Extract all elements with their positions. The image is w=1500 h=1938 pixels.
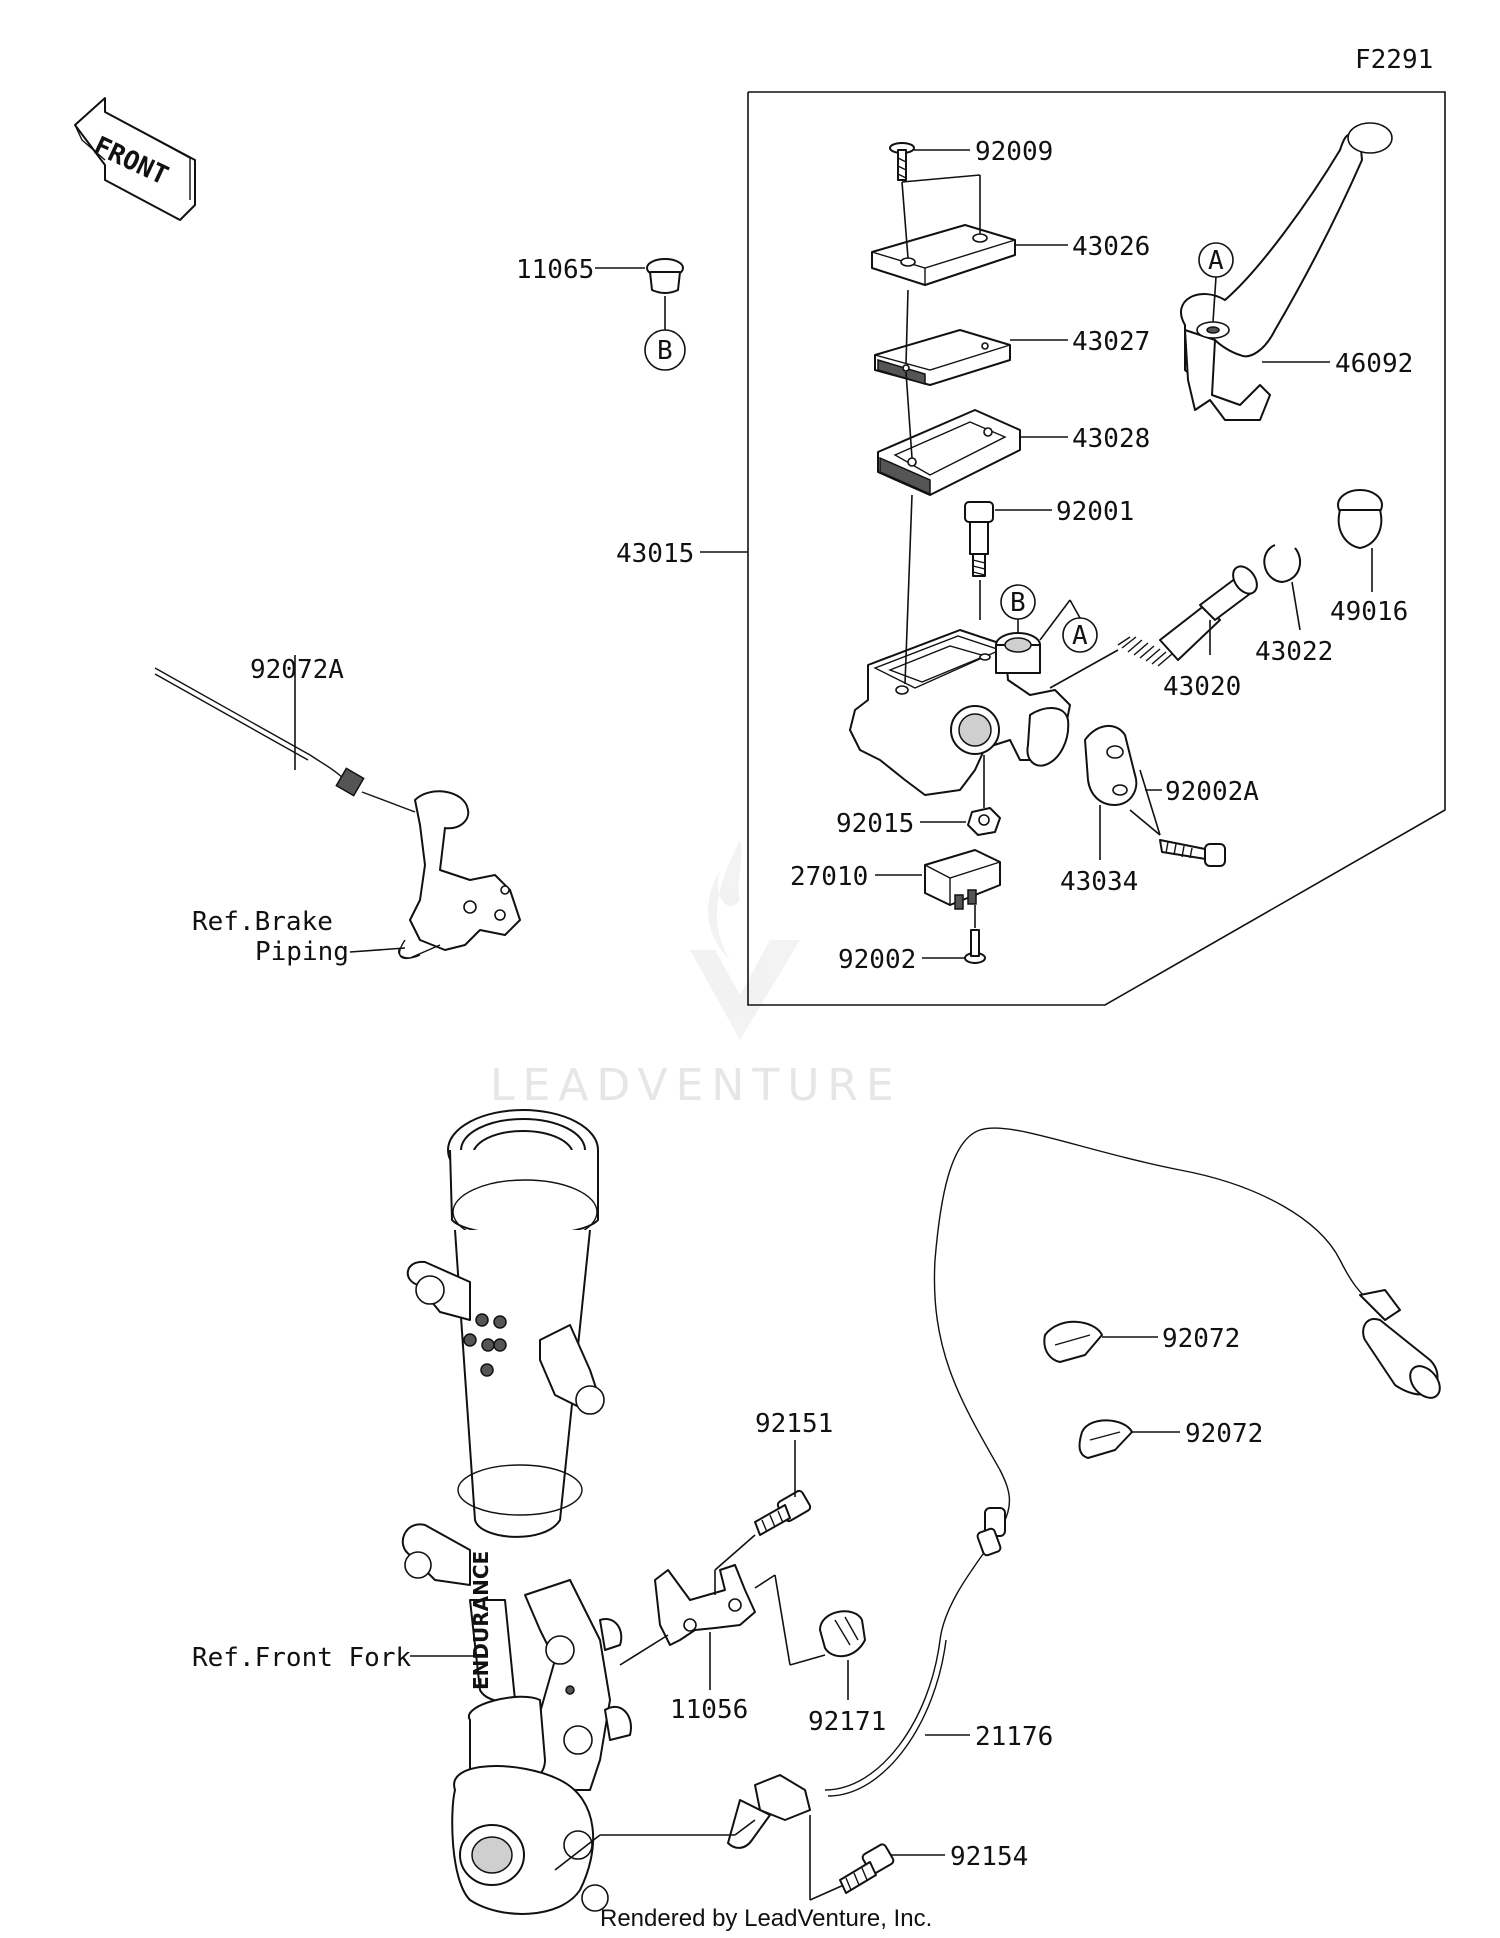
marker-a-1: A	[1208, 246, 1224, 276]
part-92072A: 92072A	[154, 655, 521, 960]
ref-brake-piping-line2: Piping	[255, 937, 349, 967]
ref-brake-piping-line1: Ref.Brake	[192, 907, 333, 937]
part-27010: 27010	[790, 849, 1001, 910]
front-arrow-icon: FRONT	[74, 97, 196, 221]
part-43034: 43034	[1060, 725, 1138, 897]
part-92151: 92151	[754, 1409, 833, 1536]
part-92154: 92154	[839, 1842, 1028, 1894]
label-92002: 92002	[838, 945, 916, 975]
label-92072-lower: 92072	[1185, 1419, 1263, 1449]
part-11065: 11065 B	[516, 255, 686, 371]
marker-a-2: A	[1072, 621, 1088, 651]
label-49016: 49016	[1330, 597, 1408, 627]
assembly-frame	[747, 91, 1446, 1006]
label-43027: 43027	[1072, 327, 1150, 357]
part-92072-upper: 92072	[1043, 1320, 1240, 1363]
figure-id: F2291	[1355, 45, 1433, 75]
label-92072-upper: 92072	[1162, 1324, 1240, 1354]
label-21176: 21176	[975, 1722, 1053, 1752]
part-92002: 92002	[838, 905, 986, 975]
label-43015: 43015	[616, 539, 694, 569]
part-43027: 43027	[874, 289, 1150, 386]
part-11056: 11056	[619, 1534, 791, 1725]
ref-front-fork: Ref.Front Fork	[192, 1643, 411, 1673]
part-92002A: 92002A	[1129, 769, 1259, 867]
label-92015: 92015	[836, 809, 914, 839]
footer-rendered-by: Rendered by LeadVenture, Inc.	[600, 1905, 932, 1932]
part-43020: 43020	[1049, 565, 1258, 702]
marker-b-1: B	[657, 336, 673, 366]
label-43034: 43034	[1060, 867, 1138, 897]
label-92171: 92171	[808, 1707, 886, 1737]
label-43022: 43022	[1255, 637, 1333, 667]
front-fork: ENDURANCE Ref.Front Fork	[192, 1109, 632, 1915]
part-21176: 21176	[554, 1127, 1441, 1901]
label-92009: 92009	[975, 137, 1053, 167]
part-92009: 92009	[889, 137, 1053, 181]
label-92151: 92151	[755, 1409, 833, 1439]
part-43028: 43028	[877, 371, 1150, 496]
watermark: LEADVENTURE	[490, 840, 902, 1111]
fork-brand-text: ENDURANCE	[469, 1551, 493, 1690]
marker-b-2: B	[1010, 588, 1026, 618]
label-43026: 43026	[1072, 232, 1150, 262]
part-46092: A 46092	[1180, 122, 1413, 421]
label-92001: 92001	[1056, 497, 1134, 527]
part-43022: 43022	[1255, 544, 1333, 667]
label-27010: 27010	[790, 862, 868, 892]
part-92171: 92171	[789, 1610, 886, 1737]
label-92154: 92154	[950, 1842, 1028, 1872]
part-49016: 49016	[1330, 489, 1408, 627]
part-92001: 92001	[964, 497, 1134, 577]
label-43020: 43020	[1163, 672, 1241, 702]
label-11065: 11065	[516, 255, 594, 285]
watermark-text: LEADVENTURE	[490, 1060, 902, 1111]
label-11056: 11056	[670, 1695, 748, 1725]
master-cylinder-body: B A	[849, 494, 1098, 796]
label-92002A: 92002A	[1165, 777, 1259, 807]
part-92072-lower: 92072	[1078, 1419, 1263, 1459]
label-46092: 46092	[1335, 349, 1413, 379]
part-43026: 43026	[871, 174, 1150, 286]
part-92015: 92015	[836, 755, 1001, 839]
label-43028: 43028	[1072, 424, 1150, 454]
watermark-logo	[690, 840, 800, 1040]
label-92072A: 92072A	[250, 655, 344, 685]
